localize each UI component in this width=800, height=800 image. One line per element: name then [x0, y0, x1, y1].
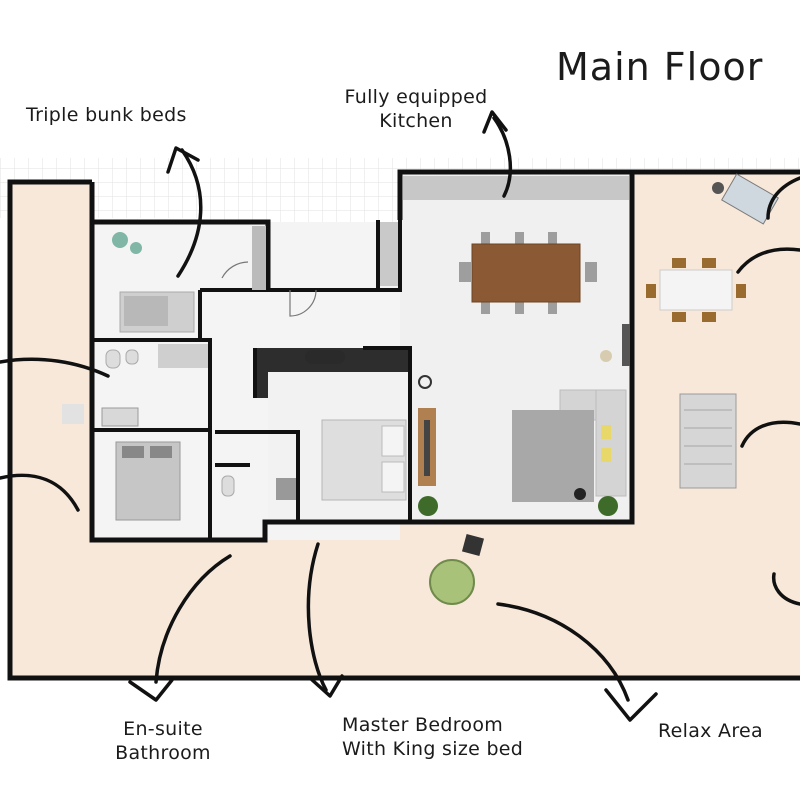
- page-title: Main Floor: [556, 45, 764, 89]
- arrow-relax-head: [604, 688, 658, 722]
- terrace-stool: [712, 182, 724, 194]
- outdoor-bench: [62, 404, 84, 424]
- bottom-terrace: [10, 522, 800, 678]
- kitchen-counter-side: [380, 222, 398, 286]
- arrow-master-head: [308, 674, 344, 698]
- outer-wall-bunk: [89, 182, 271, 290]
- plant-icon: [418, 496, 618, 516]
- floor-lamp-icon: [600, 350, 612, 362]
- lounge-chair-icon: [429, 533, 485, 605]
- wall-ensuite: [215, 430, 300, 522]
- arrow-right-4: [771, 572, 800, 606]
- label-kitchen-line1: Fully equipped: [344, 86, 488, 108]
- dining-table-icon: [459, 232, 597, 314]
- label-master-bedroom: Master Bedroom With King size bed: [342, 714, 523, 762]
- label-kitchen-line2: Kitchen: [379, 109, 453, 132]
- label-triple-bunk-beds: Triple bunk beds: [26, 104, 187, 126]
- ensuite-shower: [276, 478, 296, 500]
- arrow-kitchen: [492, 116, 513, 198]
- outdoor-dining-icon: [646, 258, 746, 322]
- arrow-left-2: [0, 473, 80, 512]
- arrow-right-2: [736, 247, 800, 274]
- door-arc: [221, 261, 249, 279]
- label-master-line2: With King size bed: [342, 737, 524, 760]
- toilet-icon: [105, 349, 139, 369]
- hall-pill: [305, 350, 345, 364]
- sink-icon: [101, 407, 139, 427]
- arrow-right-1: [766, 176, 800, 220]
- label-master-line1: Master Bedroom: [342, 714, 504, 736]
- label-relax-area: Relax Area: [658, 720, 763, 742]
- ensuite-fixture: [221, 475, 235, 497]
- daybed-icon: [679, 393, 737, 489]
- kitchen-counter: [403, 176, 629, 200]
- wall-bunk-bath: [92, 338, 212, 432]
- label-ensuite: En-suite Bathroom: [88, 718, 238, 766]
- arrow-right-3: [740, 420, 800, 448]
- king-bed-icon: [321, 419, 407, 501]
- wall-hall-north: [363, 346, 412, 522]
- bed-icon: [119, 291, 195, 333]
- teal-stool: [112, 232, 128, 248]
- label-kitchen: Fully equipped Kitchen: [326, 86, 506, 134]
- arrow-relax: [496, 602, 630, 702]
- master-bed-icon: [115, 441, 181, 521]
- sun-lounger-icon: [721, 173, 779, 225]
- arrow-bunk-head: [166, 146, 200, 174]
- teal-stool-2: [130, 242, 142, 254]
- arrow-kitchen-head: [482, 110, 508, 134]
- door-arc-2: [289, 289, 317, 317]
- arrow-left-1: [0, 357, 110, 378]
- bath-counter: [158, 344, 208, 368]
- arrow-master: [306, 542, 328, 692]
- outer-wall-south-west: [89, 222, 400, 543]
- arrow-ensuite-head: [128, 678, 174, 702]
- outer-wall-left: [7, 179, 800, 681]
- arrow-bunk: [176, 148, 203, 278]
- label-ensuite-line1: En-suite: [123, 718, 203, 740]
- wall-panel: [622, 324, 630, 366]
- clock-icon: [418, 375, 432, 389]
- bunk-closet: [252, 226, 266, 290]
- tv-screen: [424, 420, 430, 476]
- living-rug: [512, 410, 594, 502]
- label-ensuite-line2: Bathroom: [115, 741, 211, 764]
- arrow-ensuite: [154, 554, 232, 684]
- pouf-icon: [574, 488, 586, 500]
